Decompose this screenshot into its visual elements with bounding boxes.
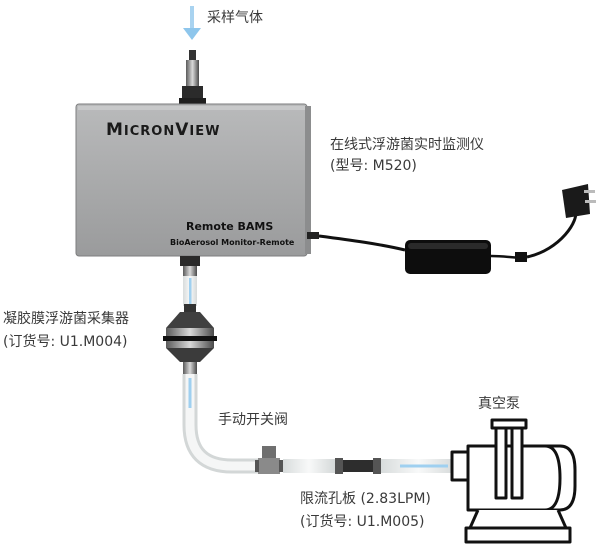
monitor-name-label: 在线式浮游菌实时监测仪 <box>330 137 484 153</box>
manual-valve-label: 手动开关阀 <box>218 412 288 428</box>
device-outlet <box>180 256 200 276</box>
brand-logo: MICRONVIEW <box>106 120 221 140</box>
orifice-order-label: (订货号: U1.M005) <box>300 514 425 530</box>
power-adapter <box>307 209 578 274</box>
plug-icon <box>562 184 596 218</box>
tube-segment-pump <box>381 459 456 473</box>
tube-segment-valve-orifice <box>283 459 335 473</box>
sample-gas-arrow <box>183 6 201 40</box>
orifice-name-label: 限流孔板 (2.83LPM) <box>300 491 431 507</box>
inlet-pipe <box>179 50 206 106</box>
collector-order-label: (订货号: U1.M004) <box>3 334 128 350</box>
gel-membrane-collector <box>163 304 217 374</box>
device-model-name: Remote BAMS <box>186 220 274 233</box>
monitor-model-label: (型号: M520) <box>330 158 417 174</box>
collector-name-label: 凝胶膜浮游菌采集器 <box>3 311 129 327</box>
flow-orifice <box>335 458 381 474</box>
sample-gas-label: 采样气体 <box>207 10 263 26</box>
vacuum-pump <box>450 418 577 544</box>
vacuum-pump-label: 真空泵 <box>478 396 520 412</box>
tube-segment-top <box>183 276 197 306</box>
device-model-subtitle: BioAerosol Monitor-Remote <box>170 238 295 247</box>
manual-valve <box>255 446 283 474</box>
tube-segment-lower <box>182 374 258 474</box>
